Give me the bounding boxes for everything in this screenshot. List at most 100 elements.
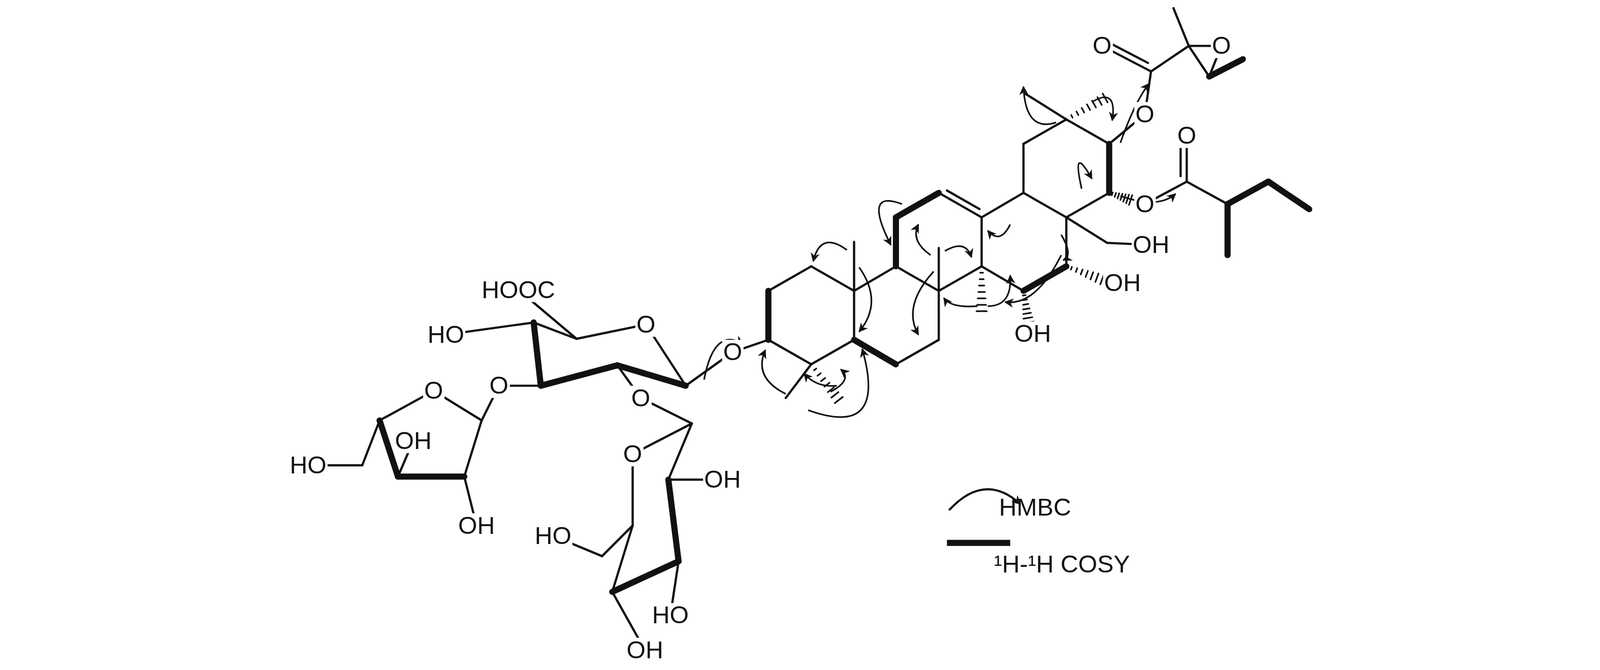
hashed-bond <box>1022 294 1027 297</box>
atom-label: O <box>630 385 652 410</box>
hashed-bond <box>977 303 987 306</box>
atom-label: HO <box>651 602 690 628</box>
bond <box>896 266 939 291</box>
bond <box>1023 119 1067 144</box>
hashed-bond <box>1022 303 1029 305</box>
hashed-bond <box>1076 111 1079 115</box>
bond <box>1110 43 1148 63</box>
atom-label: HO <box>426 322 466 347</box>
hashed-bond <box>978 291 985 293</box>
hashed-bond <box>1075 268 1078 273</box>
hashed-bond <box>1108 192 1110 194</box>
bond <box>852 291 855 340</box>
hashed-bond <box>1022 290 1024 293</box>
atom-label: O <box>1134 192 1156 217</box>
atom-label: HO <box>533 523 573 549</box>
hmbc-arrow <box>878 200 903 245</box>
cosy-bond <box>892 217 900 267</box>
cosy-bond <box>533 322 541 387</box>
bond <box>981 266 1024 291</box>
hmbc-arrow <box>912 271 934 335</box>
bond <box>768 266 812 291</box>
atom-label: OH <box>1103 270 1142 295</box>
bond <box>1066 217 1107 243</box>
bond <box>811 266 854 291</box>
atom-label: O <box>488 373 510 398</box>
cosy-bond <box>853 339 896 365</box>
hmbc-arrow <box>1078 163 1093 189</box>
hashed-bond <box>810 363 813 365</box>
atom-label: O <box>722 339 744 365</box>
cosy-bond <box>397 473 465 480</box>
hashed-bond <box>1023 312 1032 314</box>
cosy-bond <box>612 561 679 592</box>
hmbc-arrow <box>859 267 872 332</box>
legend-text: ¹H-¹H COSY <box>993 552 1132 577</box>
bond <box>1173 8 1189 46</box>
atom-label: HOOC <box>480 277 557 302</box>
bond <box>1025 93 1067 120</box>
bond <box>601 525 633 557</box>
bond <box>1023 193 1067 218</box>
bond <box>1188 45 1209 77</box>
atom-label: OH <box>1131 232 1171 258</box>
bond <box>464 420 482 477</box>
atom-label: HO <box>289 453 328 478</box>
bond <box>852 241 855 291</box>
hmbc-arrow <box>915 224 931 255</box>
bond <box>938 266 982 291</box>
cosy-bond <box>1268 181 1309 210</box>
cosy-bond <box>1023 266 1067 291</box>
atom-label: OH <box>393 428 433 454</box>
cosy-bond <box>668 479 679 562</box>
atom-label: O <box>635 312 657 337</box>
atom-label: O <box>1134 102 1156 127</box>
bond <box>946 190 980 210</box>
hashed-bond <box>1095 273 1099 282</box>
hashed-bond <box>814 368 817 371</box>
atom-label: OH <box>702 467 742 492</box>
cosy-bond <box>540 365 618 386</box>
bond <box>768 339 812 365</box>
bond <box>896 339 939 365</box>
bond <box>362 420 380 466</box>
hmbc-arrow <box>943 298 978 307</box>
hashed-bond <box>1090 272 1094 280</box>
bond <box>1186 181 1228 205</box>
hmbc-arrow <box>1023 86 1056 125</box>
cosy-bond <box>1209 59 1243 77</box>
atom-label: O <box>622 441 644 467</box>
legend-text: HMBC <box>998 494 1073 520</box>
hashed-bond <box>820 377 825 381</box>
hmbc-arrow <box>987 224 1011 237</box>
atom-label: O <box>1176 123 1198 148</box>
hashed-bond <box>1117 193 1119 199</box>
hmbc-arrow <box>1061 234 1068 261</box>
hmbc-arrow <box>761 349 786 394</box>
hashed-bond <box>1066 265 1067 268</box>
hashed-bond <box>817 373 821 376</box>
hashed-bond <box>1086 104 1091 110</box>
cosy-bond <box>765 291 772 340</box>
hashed-bond <box>1066 118 1068 121</box>
cosy-bond <box>896 193 939 218</box>
hmbc-arrow <box>1005 254 1062 303</box>
bond <box>668 423 692 480</box>
bond <box>533 322 577 339</box>
hashed-bond <box>1081 107 1085 113</box>
hashed-bond <box>831 392 839 398</box>
hashed-bond <box>1085 270 1088 277</box>
hashed-bond <box>1070 266 1072 270</box>
hashed-bond <box>1080 269 1083 275</box>
hashed-bond <box>1022 308 1030 310</box>
hashed-bond <box>980 265 983 268</box>
hmbc-arrow <box>813 242 847 262</box>
bond <box>938 193 982 218</box>
atom-label: OH <box>457 513 496 538</box>
hashed-bond <box>1023 317 1033 319</box>
cosy-bond <box>1224 204 1231 255</box>
bond <box>1066 193 1109 218</box>
atom-label: O <box>1091 33 1113 58</box>
